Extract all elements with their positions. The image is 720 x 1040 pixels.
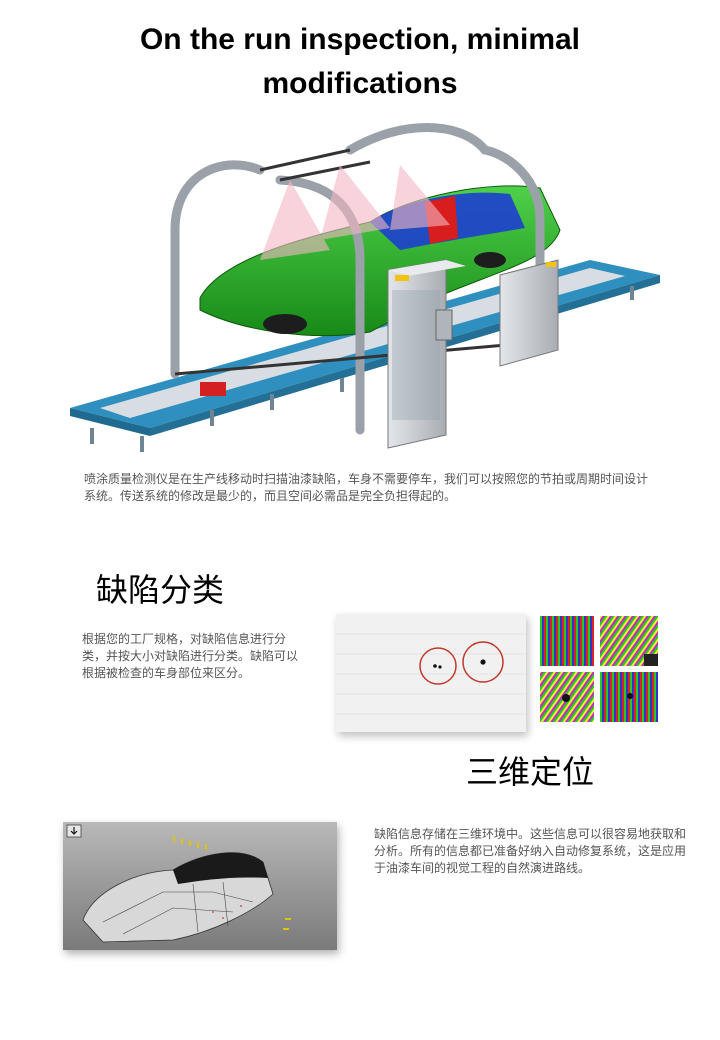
- defect-circle: [419, 647, 457, 685]
- page-title: On the run inspection, minimal modificat…: [90, 18, 630, 106]
- defect-classification-heading: 缺陷分类: [96, 571, 225, 609]
- 3d-viewer-image: [63, 822, 337, 950]
- inspection-tunnel-illustration: [70, 123, 660, 452]
- 3d-positioning-text: 缺陷信息存储在三维环境中。这些信息可以很容易地获取和分析。所有的信息都已准备好纳…: [374, 827, 687, 875]
- control-cabinet: [387, 259, 466, 449]
- arch-crossbars: [174, 148, 541, 376]
- fringe-pattern-images: [540, 616, 658, 722]
- download-icon[interactable]: [66, 824, 82, 838]
- title-line-2: modifications: [262, 67, 458, 100]
- title-line-1: On the run inspection, minimal: [139, 23, 581, 56]
- fringe-tile: [540, 616, 594, 666]
- defect-detection-image: [336, 614, 526, 732]
- side-cabinet: [499, 259, 559, 367]
- car-body: [199, 185, 561, 337]
- camera-light-cones: [260, 165, 450, 260]
- defect-classification-text: 根据您的工厂规格，对缺陷信息进行分类，并按大小对缺陷进行分类。缺陷可以根据被检查…: [82, 632, 299, 680]
- defect-circle: [462, 641, 504, 683]
- 3d-positioning-heading: 三维定位: [466, 753, 595, 791]
- intro-paragraph: 喷涂质量检测仪是在生产线移动时扫描油漆缺陷，车身不需要停车，我们可以按照您的节拍…: [84, 472, 649, 503]
